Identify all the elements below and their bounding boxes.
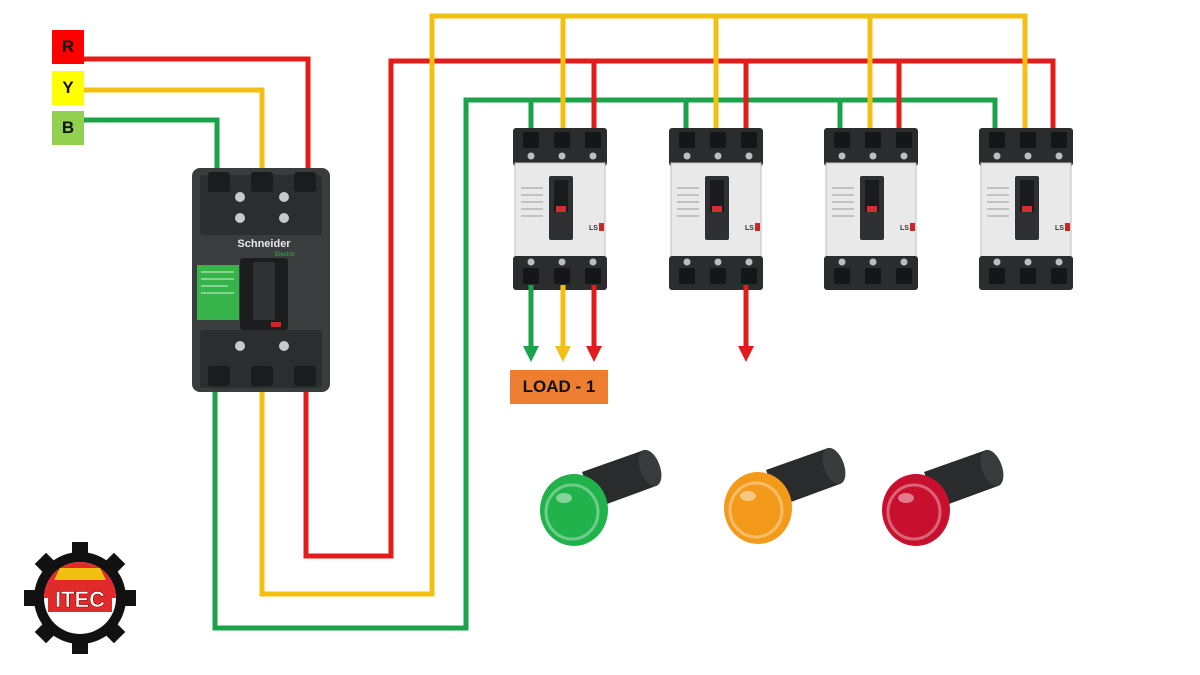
input-wire-red	[84, 56, 311, 188]
phase-tag-b: B	[52, 111, 84, 145]
input-wires	[84, 56, 311, 188]
itec-logo: ITEC	[24, 542, 136, 654]
phase-tag-r-label: R	[61, 37, 75, 56]
load-1-label-text: LOAD - 1	[522, 377, 596, 396]
bus-feed-wires	[212, 13, 1056, 631]
input-wire-yellow	[84, 87, 265, 188]
phase-tag-r: R	[52, 30, 84, 64]
branch-breaker-1: LS	[513, 128, 607, 290]
branch-breaker-3: LS	[824, 128, 918, 290]
main-breaker-brand: Schneider	[237, 238, 291, 250]
branch-breaker-4-brand: LS	[1055, 225, 1064, 232]
main-breaker: Schneider Electric	[192, 168, 330, 392]
input-wire-green	[84, 117, 220, 188]
arrow-green	[523, 346, 539, 362]
phase-tag-b-label: B	[61, 118, 75, 137]
branch-breakers: LS LS LS LS	[513, 128, 1073, 290]
load-1-outputs	[528, 285, 749, 350]
indicator-lamps	[540, 447, 1004, 546]
load-1-label: LOAD - 1	[510, 370, 608, 404]
branch-breaker-2: LS	[669, 128, 763, 290]
green-lamp	[540, 449, 662, 546]
load-1-arrowheads	[523, 346, 754, 362]
branch-breaker-4: LS	[979, 128, 1073, 290]
feed-wire-yellow	[259, 13, 1028, 597]
branch-breaker-3-brand: LS	[900, 225, 909, 232]
arrow-yellow	[555, 346, 571, 362]
red-lamp	[882, 449, 1004, 546]
branch-drops	[528, 16, 902, 134]
branch-breaker-1-brand: LS	[589, 225, 598, 232]
arrow-red	[586, 346, 602, 362]
phase-tag-y-label: Y	[62, 78, 74, 97]
phase-tag-y: Y	[52, 71, 84, 105]
main-breaker-subbrand: Electric	[275, 252, 295, 258]
orange-lamp	[724, 447, 846, 544]
branch-breaker-2-brand: LS	[745, 225, 754, 232]
feed-wire-red	[303, 58, 1056, 559]
logo-text: ITEC	[55, 587, 105, 612]
arrow-red-2	[738, 346, 754, 362]
feed-wire-green	[212, 97, 998, 631]
